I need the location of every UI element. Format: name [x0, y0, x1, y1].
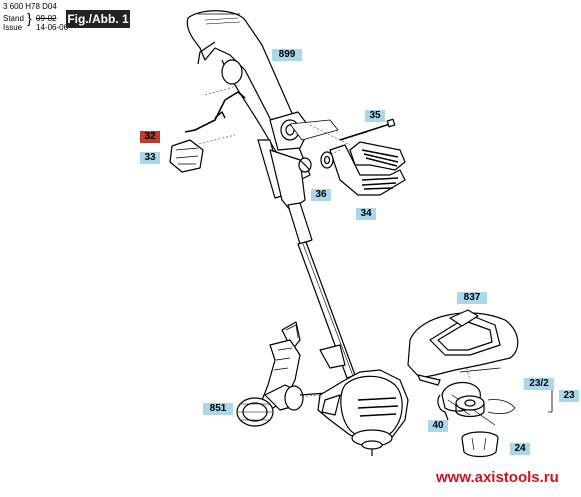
figure-badge: Fig./Abb. 1 — [66, 10, 130, 28]
callout-24: 24 — [510, 443, 530, 455]
issue-label: Issue — [3, 23, 23, 32]
motor-housing — [317, 369, 409, 456]
spool-and-cover — [437, 382, 516, 458]
callout-34: 34 — [356, 208, 376, 220]
callout-33: 33 — [140, 152, 160, 164]
callout-32: 32 — [140, 131, 160, 143]
stand-label: Stand — [3, 14, 24, 23]
watermark-url[interactable]: www.axistools.ru — [436, 469, 559, 486]
top-handle-assembly — [186, 10, 311, 211]
callout-899: 899 — [272, 49, 302, 61]
callout-851: 851 — [203, 403, 233, 415]
callout-36: 36 — [311, 189, 331, 201]
document-number: 3 600 H78 D04 — [3, 2, 57, 11]
callout-837: 837 — [457, 292, 487, 304]
tube-shaft — [287, 202, 356, 379]
callout-35: 35 — [365, 110, 385, 122]
cable-clip-and-strain-relief — [169, 91, 246, 173]
brace-glyph: } — [27, 10, 32, 26]
edging-wheel-assembly — [236, 321, 341, 427]
old-issue-date: 09-02 — [36, 14, 57, 23]
safety-guard — [407, 309, 519, 386]
callout-23-2: 23/2 — [524, 378, 554, 390]
auxiliary-handle-parts — [289, 118, 406, 196]
new-issue-date: 14-06-06 — [36, 23, 69, 32]
callout-40: 40 — [428, 420, 448, 432]
callout-23: 23 — [559, 390, 579, 402]
